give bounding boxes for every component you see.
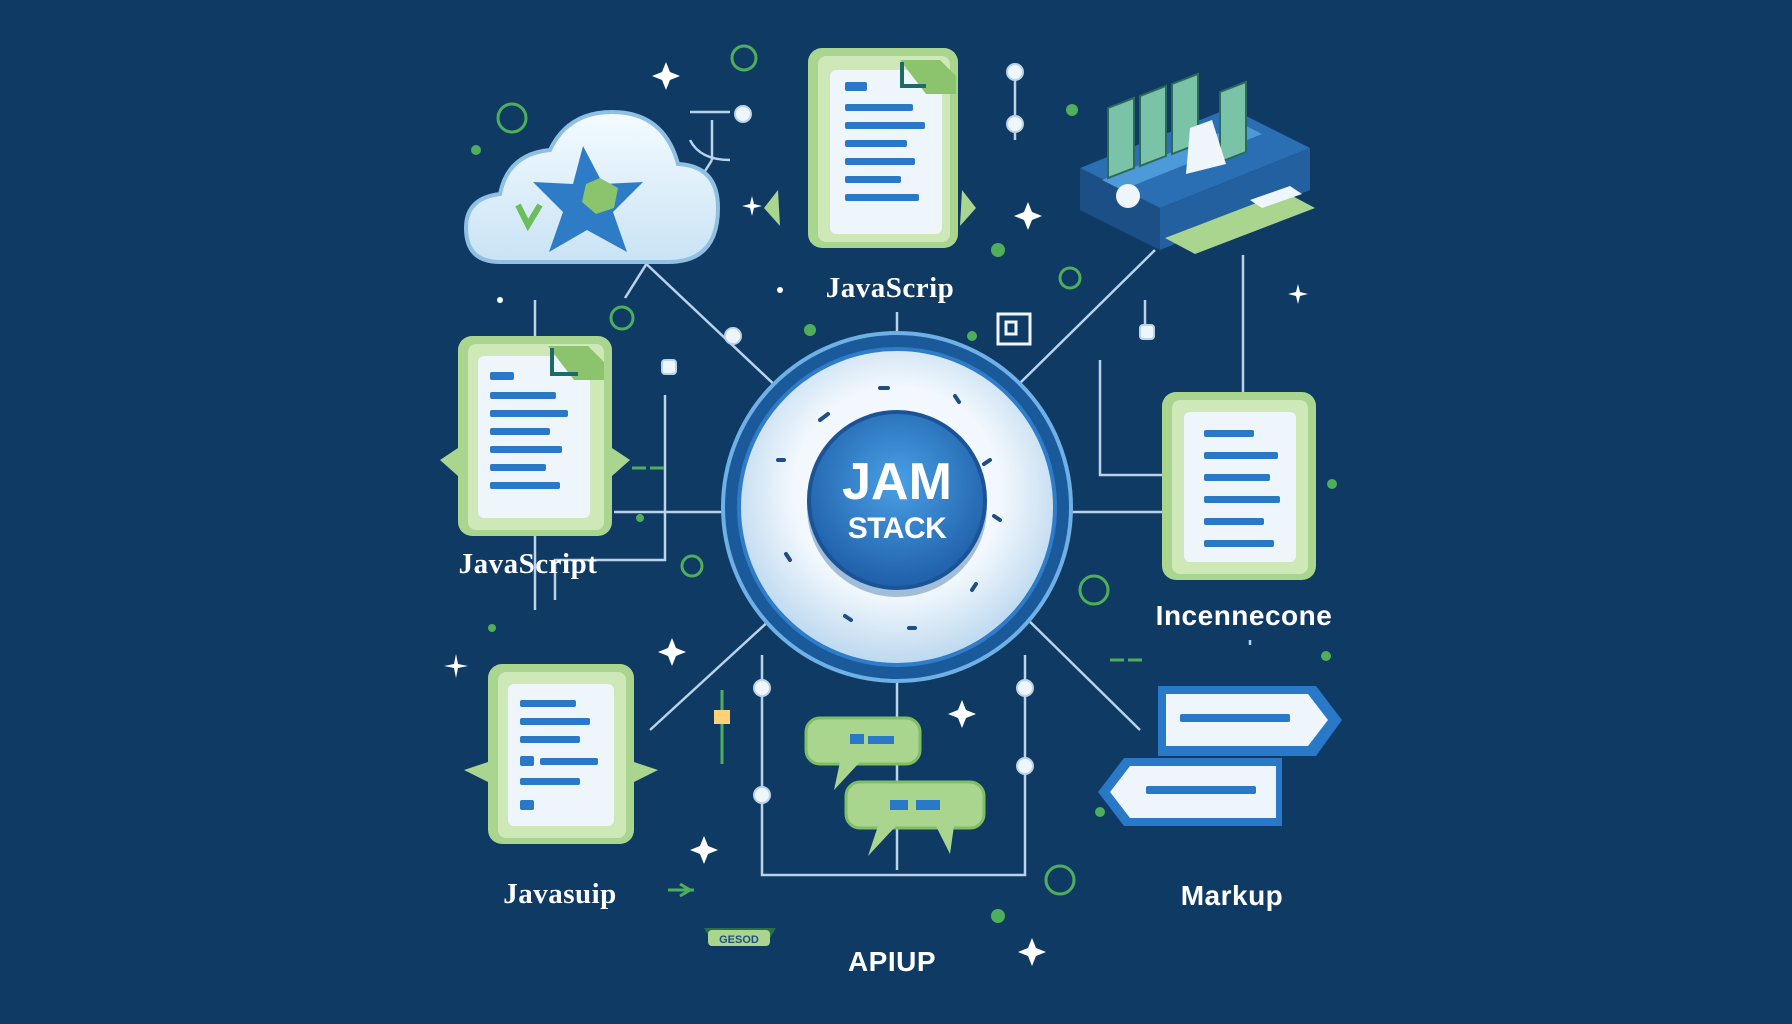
right-document-label: Incennecone [1155,600,1333,631]
connector-dots [661,63,1155,804]
top-document-icon [764,48,976,248]
left-document-icon [440,336,630,536]
small-gear-icons [496,44,1142,898]
bottom-left-document-icon [464,664,658,844]
signpost-icon [1098,686,1342,826]
hub-title-line2: STACK [847,512,947,545]
badge-icon: GESOD [704,928,776,946]
left-document-label: JavaScript [458,548,598,580]
bottom-left-document-label: Javasuip [503,878,617,910]
top-document-label: JavaScrip [825,272,955,304]
right-document-icon [1162,392,1316,580]
leaf-decorations [471,104,1337,923]
cloud-star-icon [463,109,721,264]
server-rack-icon [1080,72,1315,254]
api-label: APIUP [847,946,937,977]
jamstack-hub [721,331,1073,683]
pin-decoration-icon [714,690,730,764]
hub-title-line1: JAM [842,453,952,511]
doorway-icon [996,312,1032,346]
chat-bubbles-icon [804,716,986,856]
markup-label: Markup [1180,880,1284,911]
badge-text: GESOD [719,934,759,946]
sparkle-decorations [444,62,1308,966]
